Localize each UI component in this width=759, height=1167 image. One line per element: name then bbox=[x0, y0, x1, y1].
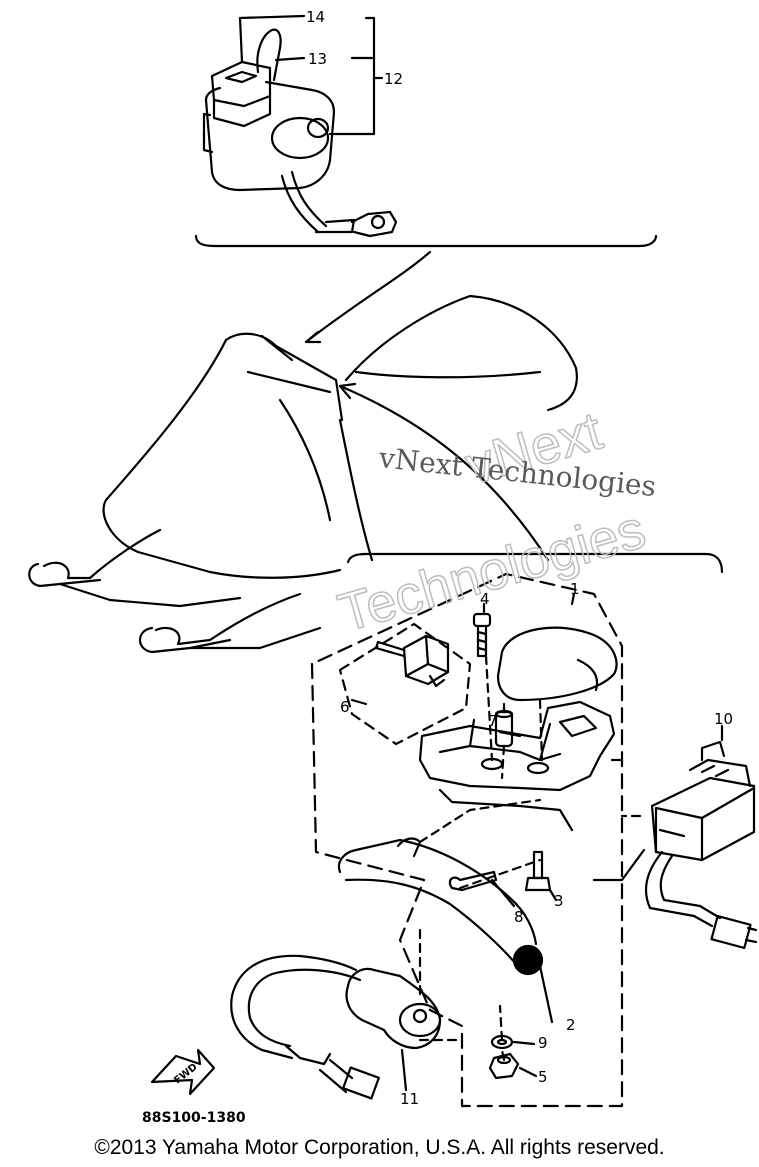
connection-lines bbox=[418, 654, 642, 1062]
switch-assembly bbox=[202, 14, 398, 238]
location-pointer bbox=[304, 250, 550, 562]
callout-12: 12 bbox=[384, 70, 403, 88]
callout-6: 6 bbox=[340, 698, 350, 716]
callout-13: 13 bbox=[308, 50, 327, 68]
watermark-technologies-outline: Technologies bbox=[332, 499, 652, 644]
callout-2: 2 bbox=[566, 1016, 576, 1034]
fwd-arrow-icon: FWD bbox=[150, 1048, 216, 1096]
callout-4: 4 bbox=[480, 590, 490, 608]
module-connector-line bbox=[592, 848, 646, 882]
copyright-footer: ©2013 Yamaha Motor Corporation, U.S.A. A… bbox=[94, 1136, 665, 1159]
callout-14: 14 bbox=[306, 8, 325, 26]
callout-11: 11 bbox=[400, 1090, 419, 1108]
part-code: 88S100-1380 bbox=[142, 1110, 246, 1126]
callout-8: 8 bbox=[514, 908, 524, 926]
callout-7: 7 bbox=[488, 712, 498, 730]
top-inset-bracket bbox=[194, 234, 658, 248]
callout-9: 9 bbox=[538, 1034, 548, 1052]
snowmobile-outline bbox=[28, 294, 578, 654]
callout-1: 1 bbox=[570, 580, 580, 598]
lever-parts bbox=[230, 592, 758, 1100]
callout-3: 3 bbox=[554, 892, 564, 910]
watermark: vNext Technologies vNext Technologies bbox=[331, 400, 657, 645]
callout-5: 5 bbox=[538, 1068, 548, 1086]
fwd-label: FWD bbox=[172, 1062, 199, 1087]
assembly-box-6 bbox=[338, 622, 472, 746]
assembly-box-main bbox=[310, 572, 624, 1108]
callout-10: 10 bbox=[714, 710, 733, 728]
middle-inset-bracket bbox=[346, 552, 724, 574]
